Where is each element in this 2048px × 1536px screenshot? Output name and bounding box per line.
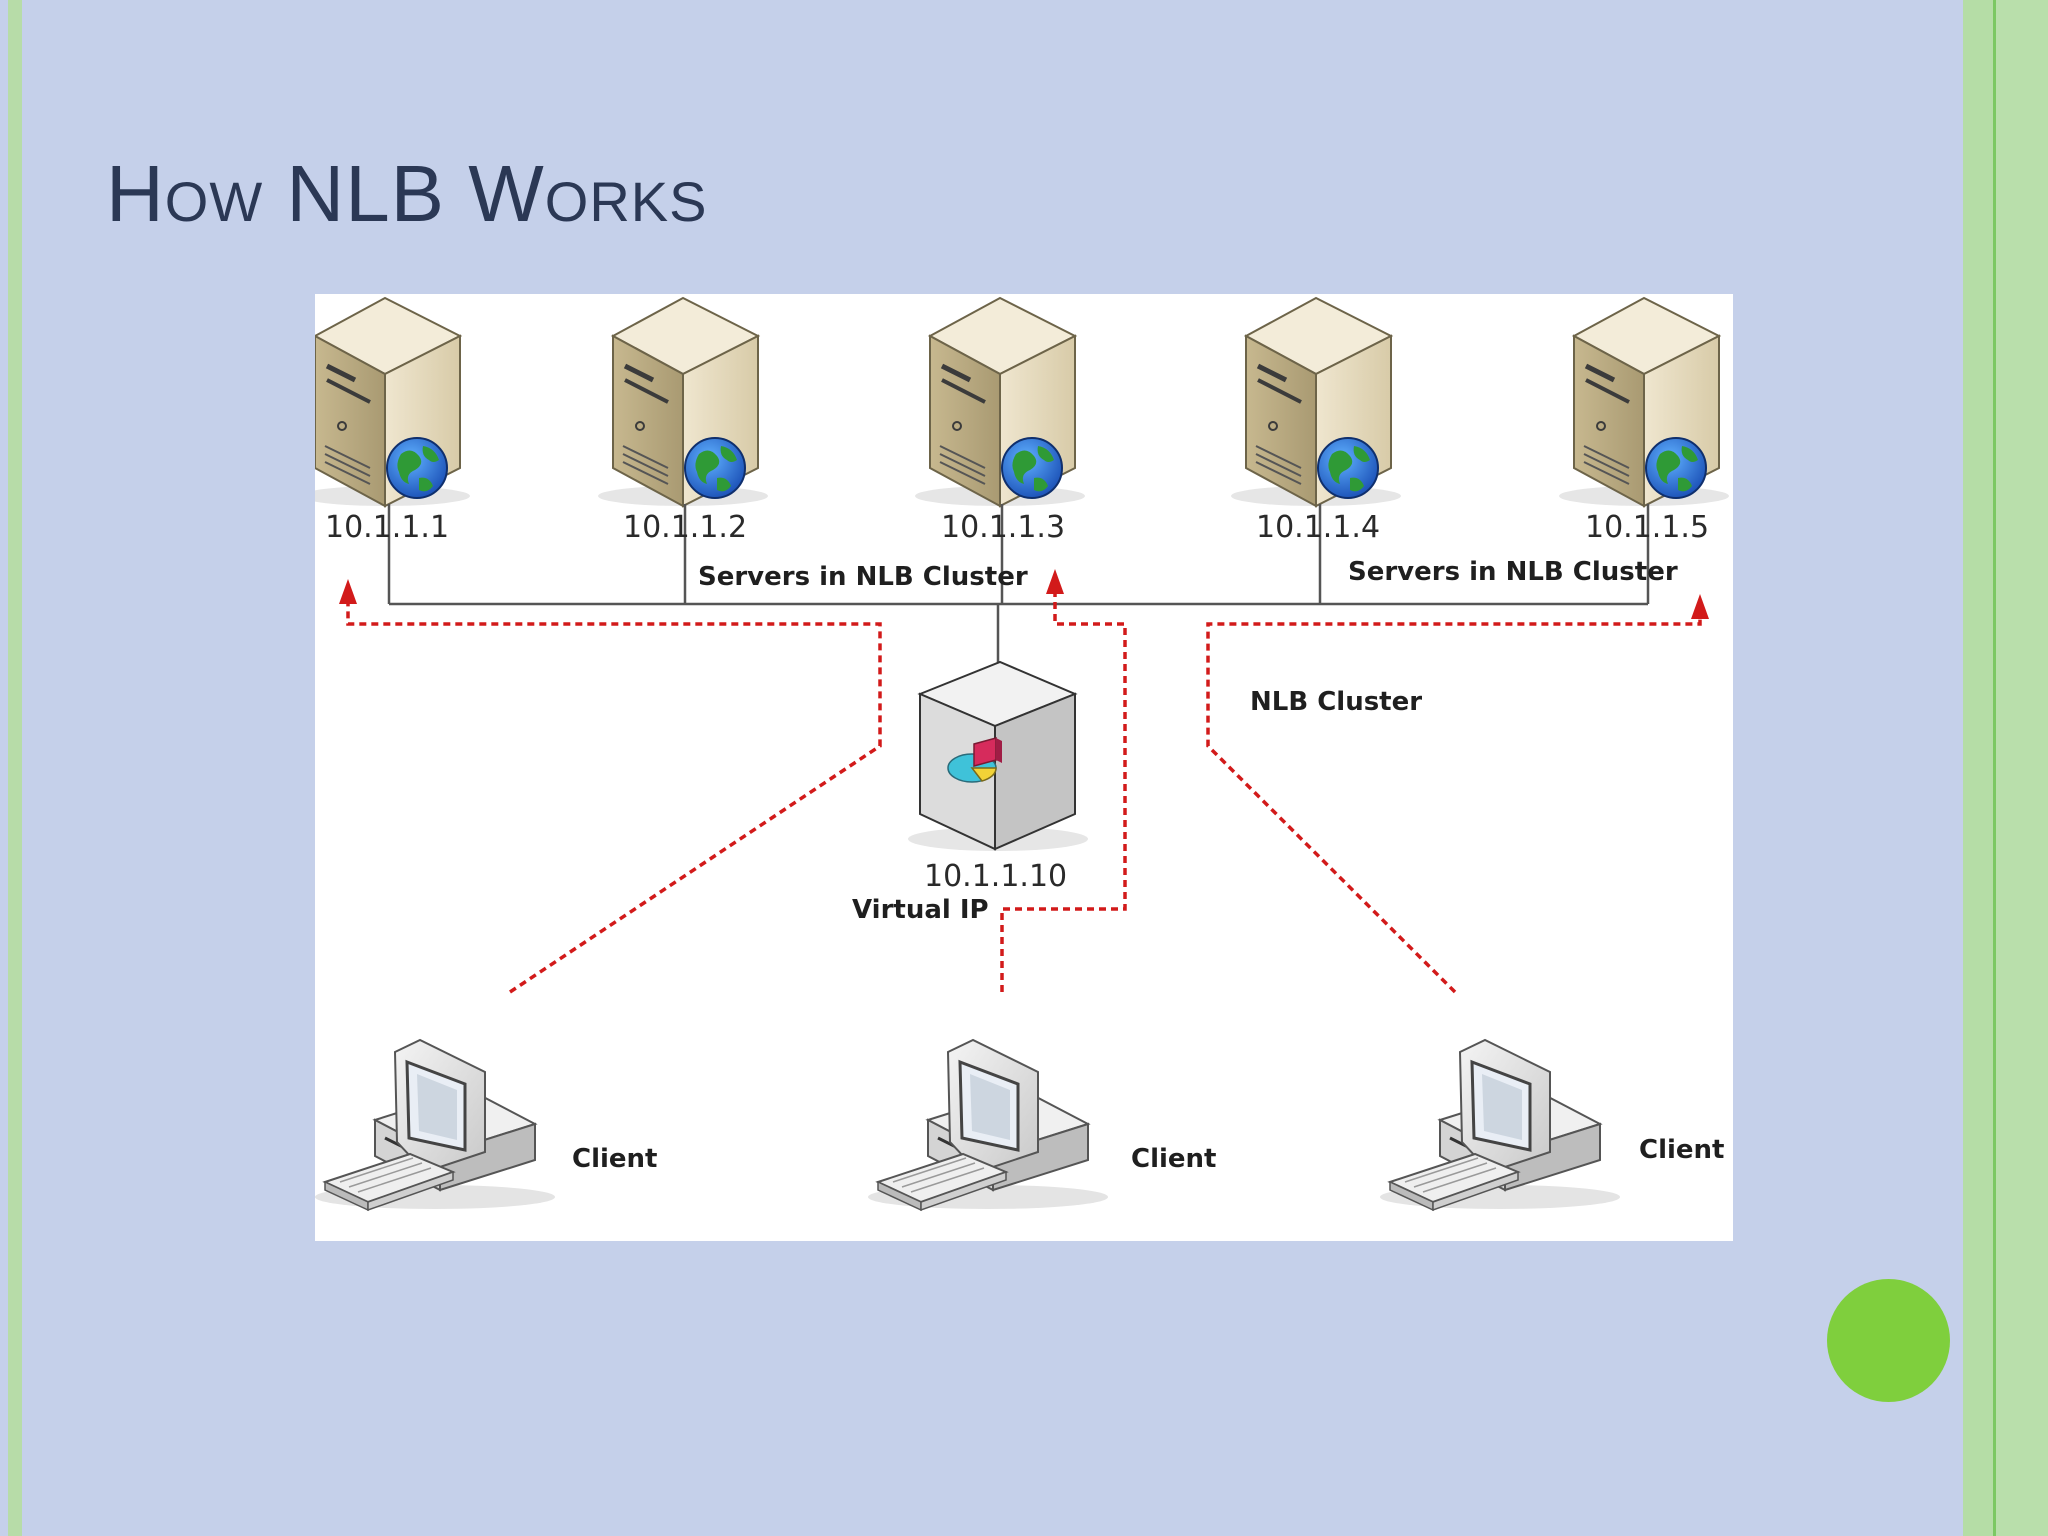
server-ip-label: 10.1.1.3 xyxy=(941,510,1066,545)
client-label: Client xyxy=(1131,1144,1217,1174)
arrow-up-icon xyxy=(339,579,357,604)
server-icon xyxy=(915,298,1085,506)
virtual-ip-label: Virtual IP xyxy=(852,895,989,925)
slide-title: How NLB Works xyxy=(106,149,708,238)
server-icon xyxy=(1231,298,1401,506)
right-border-outer xyxy=(1996,0,2048,1536)
client-pc-icon xyxy=(1378,1038,1622,1212)
virtual-ip-address: 10.1.1.10 xyxy=(924,859,1068,894)
traffic-paths xyxy=(346,584,1702,994)
server-ip-label: 10.1.1.2 xyxy=(623,510,748,545)
left-border-stripe xyxy=(8,0,22,1536)
servers-cluster-label: Servers in NLB Cluster xyxy=(1348,557,1678,587)
traffic-arrowheads xyxy=(339,569,1709,619)
nlb-diagram: 10.1.1.1 10.1.1.2 10.1.1.3 10.1.1.4 10.1… xyxy=(315,294,1733,1241)
server-icon xyxy=(1559,298,1729,506)
client-pc-icon xyxy=(315,1038,557,1212)
decorative-green-circle xyxy=(1827,1279,1950,1402)
diagram-drawing xyxy=(315,294,1733,1212)
client-pc-icon xyxy=(866,1038,1110,1212)
server-icon xyxy=(598,298,768,506)
client-label: Client xyxy=(572,1144,658,1174)
server-icon xyxy=(315,298,470,506)
network-bus xyxy=(387,504,1650,664)
nlb-cluster-label: NLB Cluster xyxy=(1250,687,1423,717)
arrow-up-icon xyxy=(1046,569,1064,594)
client-label: Client xyxy=(1639,1135,1725,1165)
servers-cluster-label: Servers in NLB Cluster xyxy=(698,562,1028,592)
right-border-line xyxy=(1993,0,1996,1536)
right-border-stripe xyxy=(1963,0,1993,1536)
arrow-up-icon xyxy=(1691,594,1709,619)
server-ip-label: 10.1.1.1 xyxy=(325,510,450,545)
server-ip-label: 10.1.1.4 xyxy=(1256,510,1381,545)
load-balancer-icon xyxy=(908,660,1088,851)
server-ip-label: 10.1.1.5 xyxy=(1585,510,1710,545)
